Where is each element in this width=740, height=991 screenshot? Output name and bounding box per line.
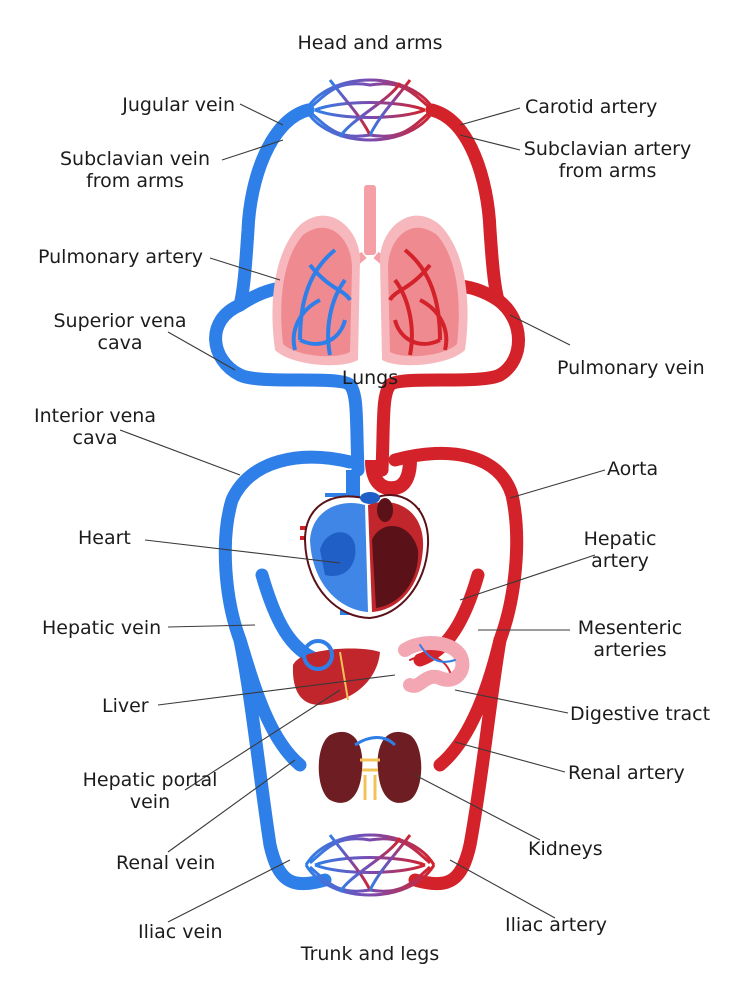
label-aorta: Aorta [607, 458, 659, 480]
carotid-subclavian-artery [425, 103, 505, 307]
label-renal-artery: Renal artery [568, 762, 685, 784]
veins [209, 103, 365, 891]
label-renal-vein: Renal vein [116, 852, 216, 874]
label-hepatic-artery-line2: artery [591, 550, 649, 572]
label-subclavian-vein-line2: from arms [86, 170, 184, 192]
label-mesenteric-arteries-line2: arteries [593, 639, 667, 661]
jugular-subclavian-vein [233, 103, 315, 312]
aorta-vessel [388, 446, 524, 772]
label-mesenteric-arteries-line1: Mesenteric [577, 617, 683, 639]
kidneys-illustration [318, 731, 422, 803]
leader-lines [119, 103, 606, 923]
label-carotid-artery: Carotid artery [525, 96, 658, 118]
leg-capillaries [304, 833, 436, 897]
lungs-illustration [272, 185, 468, 366]
digestive-tract-illustration [398, 636, 470, 693]
label-hepatic-vein: Hepatic vein [42, 617, 162, 639]
label-interior-vena-cava: Interior vena cava [20, 405, 170, 449]
label-iliac-artery: Iliac artery [505, 914, 607, 936]
label-subclavian-artery: Subclavian artery from arms [510, 138, 705, 182]
label-subclavian-artery-line1: Subclavian artery [523, 138, 692, 160]
label-hepatic-portal-vein-line2: vein [129, 791, 171, 813]
label-mesenteric-arteries: Mesenteric arteries [565, 617, 695, 661]
label-kidneys: Kidneys [528, 838, 603, 860]
label-superior-vena-cava-line2: cava [97, 332, 143, 354]
heart-illustration [300, 459, 430, 620]
label-interior-vena-cava-line2: cava [72, 427, 118, 449]
label-head-and-arms: Head and arms [297, 32, 443, 54]
label-jugular-vein: Jugular vein [122, 94, 235, 116]
liver-illustration [292, 639, 380, 705]
label-hepatic-portal-vein: Hepatic portal vein [70, 769, 230, 813]
label-pulmonary-artery: Pulmonary artery [38, 246, 204, 268]
label-superior-vena-cava: Superior vena cava [40, 310, 200, 354]
label-trunk-and-legs: Trunk and legs [300, 943, 440, 965]
label-digestive-tract: Digestive tract [570, 703, 711, 725]
pulmonary-artery-vessel [209, 298, 365, 477]
label-subclavian-vein-line1: Subclavian vein [59, 148, 211, 170]
label-subclavian-vein: Subclavian vein from arms [50, 148, 220, 192]
label-hepatic-artery: Hepatic artery [570, 528, 670, 572]
label-heart: Heart [78, 527, 131, 549]
label-subclavian-artery-line2: from arms [558, 160, 657, 182]
label-iliac-vein: Iliac vein [138, 921, 223, 943]
label-liver: Liver [102, 695, 149, 717]
label-lungs: Lungs [341, 367, 399, 389]
label-superior-vena-cava-line1: Superior vena [53, 310, 187, 332]
inferior-vena-cava-vessel [218, 450, 357, 772]
label-hepatic-artery-line1: Hepatic [583, 528, 657, 550]
label-hepatic-portal-vein-line1: Hepatic portal [82, 769, 218, 791]
pulmonary-vein-vessel [375, 293, 525, 477]
label-interior-vena-cava-line1: Interior vena [34, 405, 156, 427]
head-capillaries [304, 78, 436, 142]
label-pulmonary-vein: Pulmonary vein [557, 357, 705, 379]
